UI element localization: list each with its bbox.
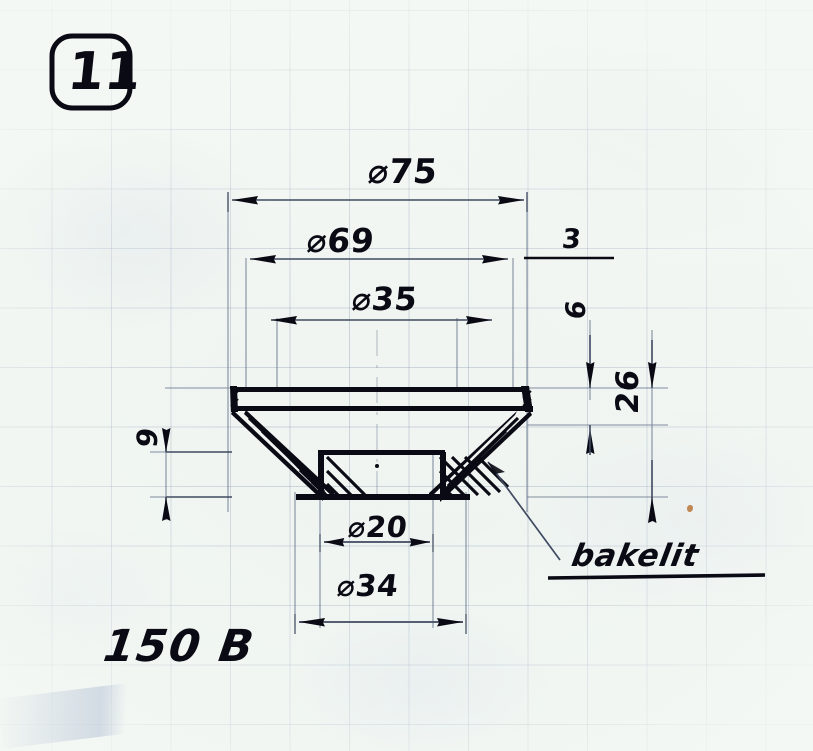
label-hub-diameter: ⌀20 [346,510,410,544]
material-note-underline [547,573,766,580]
dimension-hub-diameter [319,534,434,552]
page-number-box [49,33,133,111]
left-hub-hatching [325,455,367,498]
label-total-height: 26 [610,367,646,416]
label-second-diameter: ⌀69 [304,221,377,260]
right-hub-hatching [438,455,510,498]
dimension-second-diameter [250,255,508,264]
dimension-outer-diameter [227,192,528,212]
label-cone-height: 6 [561,298,592,322]
dimension-flange-height [162,428,232,521]
rim-hatching [230,390,532,407]
page-number-label: 11 [64,42,145,102]
paper-speck [687,505,693,512]
dimension-cone-height [586,335,595,455]
label-base-diameter: ⌀34 [335,569,401,604]
construction-lines [150,196,668,628]
label-bore-top-diameter: ⌀35 [350,280,420,318]
part-cross-section [230,386,533,502]
label-rim-thickness: 3 [560,224,583,255]
dimension-total-height [648,340,657,523]
material-leader-line [487,461,561,561]
dimension-bore-top-diameter [271,316,492,325]
label-flange-height: 9 [131,425,164,450]
material-note-label: bakelit [568,538,702,574]
dimension-base-diameter [294,614,467,634]
left-section-hatching [247,416,330,499]
label-outer-diameter: ⌀75 [365,152,440,192]
part-code-label: 150 B [100,621,259,672]
